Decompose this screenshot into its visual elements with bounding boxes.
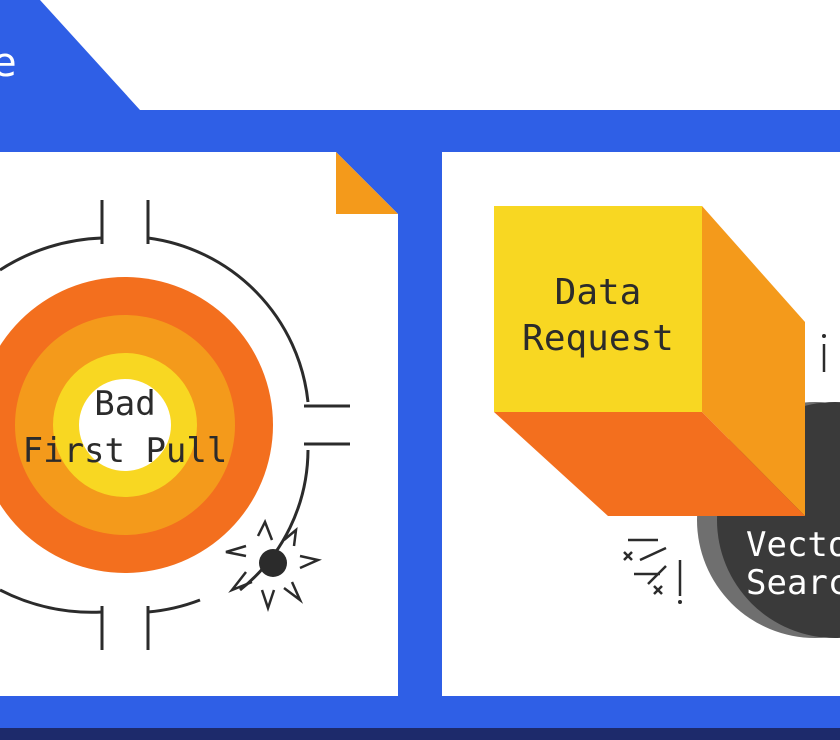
cube-label-line1: Data [555, 272, 642, 313]
scatter-marks-icon [623, 538, 682, 604]
target-label-line2: First Pull [23, 431, 228, 471]
target-rings [0, 277, 273, 573]
left-panel-folded-corner [336, 152, 398, 214]
signal-marks-icon [822, 334, 826, 372]
bottom-strip [0, 728, 840, 740]
header-tab-text: e [0, 40, 17, 86]
data-request-cube [494, 206, 805, 516]
cube-label-line2: Request [522, 318, 674, 359]
target-label-line1: Bad [94, 384, 155, 424]
disc-label-line1: Vecto [746, 525, 840, 565]
impact-spark-icon [225, 518, 322, 612]
target-crosshair-icon [0, 200, 350, 650]
disc-label-line2: Searc [746, 563, 840, 603]
